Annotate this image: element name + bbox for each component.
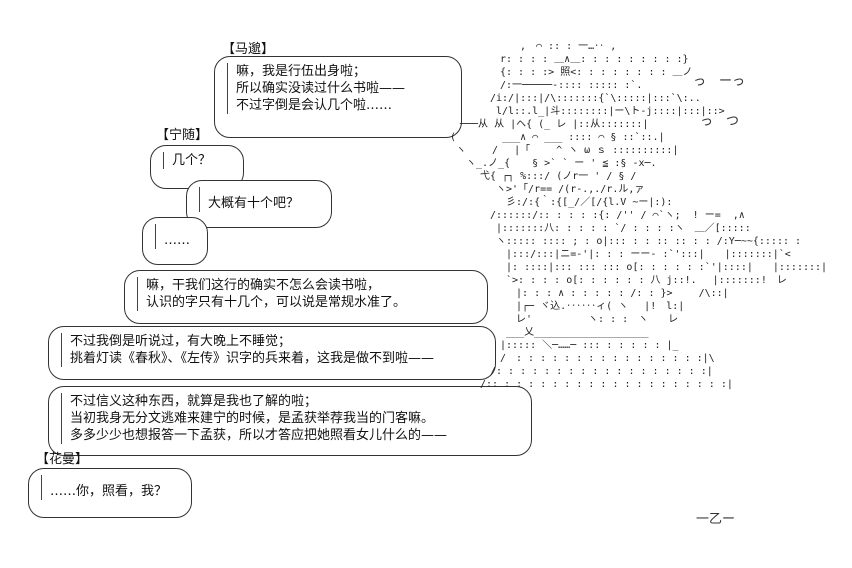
dialogue-line: ……你，照看，我？: [41, 475, 179, 500]
speaker-label-ma: 【马邈】: [222, 42, 275, 57]
ascii-art-line: `>: : : : o[: : : : : : 八 j::!. |:::::::…: [440, 275, 787, 286]
speech-bubble-hua: ……你，照看，我？: [28, 468, 192, 518]
speech-bubble-ning-2: ……: [142, 217, 208, 265]
ascii-art-line: ヽ / |「 ^ ヽ ω ｓ ::::::::::|: [440, 145, 679, 156]
speaker-label-ning: 【宁随】: [156, 128, 209, 143]
speech-bubble-ning-4: 不过我倒是听说过，有大晚上不睡觉； 挑着灯读《春秋》、《左传》识字的兵来着，这我…: [48, 326, 496, 380]
dialogue-line: 不过信义这种东西，就算是我也了解的啦；: [61, 393, 519, 410]
ascii-art-line: /::::::/:: : : : :{: /'' / ⌒`ヽ; ! ー= ,∧: [440, 210, 745, 221]
ascii-art-line: /:: : : : : : : : : : : : : : : : : : : …: [440, 379, 733, 390]
ascii-art-line: / : : : : : : : : : : : : : : : :|\: [440, 353, 715, 364]
dialogue-line: 当初我身无分文逃难来建宁的时候，是孟获举荐我当的门客嘛。: [61, 410, 519, 427]
ascii-art-line: l/l::.l_|斗::::::::|ー\ト-j::::|:::|::>: [440, 106, 725, 117]
ascii-art-line: ヽ_.ノ_{ § >` ` ー ' ≦ :§ -x─.: [440, 158, 657, 169]
speech-bubble-ma-2: 大概有十个吧？: [186, 180, 332, 228]
ascii-art-line: /:一─────‐:::: ::::: :`.: [440, 80, 643, 91]
dialogue-line: 嘛，我是行伍出身啦；: [227, 63, 449, 80]
speech-bubble-ning-5: 不过信义这种东西，就算是我也了解的啦； 当初我身无分文逃难来建宁的时候，是孟获举…: [48, 386, 532, 456]
dialogue-line: 大概有十个吧？: [199, 187, 319, 212]
ascii-art-line: 彡:/:{｀:{[_/／[/{l.V ~ー|:):: [440, 197, 673, 208]
ascii-art-line: , ⌒ :: : 一…‥ ,: [440, 41, 617, 52]
ascii-art-line: ───从 从 |ヘ{ (_ レ |::从:::::::|: [440, 119, 649, 130]
ascii-art-line: |: ::::|::: ::: ::: o[: : : : : :`'|::::…: [440, 262, 828, 273]
dialogue-line: 多多少少也想报答一下孟获，所以才答应把她照看女儿什么的——: [61, 427, 519, 444]
ascii-art-line: レ' ヽ: : : ヽ レ: [440, 314, 679, 325]
dialogue-line: 几个？: [163, 152, 231, 169]
ascii-art-line: /: : : : : : : : : : : : : : : : : :|: [440, 366, 713, 377]
ascii-art-line: ( ___∧ ⌒ ___ :::: ⌒ § ::`::.|: [440, 132, 665, 143]
dialogue-line: 挑着灯读《春秋》、《左传》识字的兵来着，这我是做不到啦——: [61, 350, 483, 367]
speech-bubble-ma-1: 嘛，我是行伍出身啦； 所以确实没读过什么书啦—— 不过字倒是会认几个啦……: [214, 56, 462, 138]
ascii-art-line: /i:/|:::|/\:::::::{`\:::::|:::`\:..: [440, 93, 701, 104]
speech-bubble-ning-3: 嘛，干我们这行的确实不怎么会读书啦， 认识的字只有十几个，可以说是常规水准了。: [124, 270, 488, 324]
ascii-art-line: |:::/:::|ニ=-'|: : : ーー- :`':::| |:::::::…: [440, 249, 791, 260]
ascii-art-line: {: : : :> 照<: : : : : : : : ＿ノ: [440, 67, 693, 78]
ascii-art-line: |::::: ＼─……─ ::: : : : : : |_: [440, 340, 679, 351]
dialogue-line: 所以确实没读过什么书啦——: [227, 80, 449, 97]
sfx-text-2: っ つ: [700, 114, 740, 129]
dialogue-line: ……: [155, 224, 195, 249]
dialogue-line: 嘛，干我们这行的确实不怎么会读书啦，: [137, 277, 475, 294]
ascii-art-line: ___乂___________________: [440, 327, 649, 338]
dialogue-line: 不过字倒是会认几个啦……: [227, 97, 449, 114]
ascii-art-line: |: : : ∧ : : : : : /: : }> /\::|: [440, 288, 729, 299]
ascii-art-line: |:::::::八: : : : : `/ : : : :ヽ ＿／[:::::: [440, 223, 751, 234]
ascii-art-character: , ⌒ :: : 一…‥ , r: : : : ＿∧＿: : : : : : :…: [440, 40, 850, 568]
ascii-art-line: ヽ>'「/r== /(r-.,./r.ル,ァ: [440, 184, 645, 195]
sfx-text-3: 一乙ー: [696, 512, 736, 527]
sfx-text-1: っ ーっ: [693, 74, 746, 89]
speaker-label-hua: 【花曼】: [36, 452, 89, 467]
ascii-art-line: |┌─ ヾ込.‥‥‥ィ( ヽ |! l:|: [440, 301, 685, 312]
ascii-art-line: ヽ::::: :::: ; : o|::: : : :: :: : : /:Y─…: [440, 236, 802, 247]
dialogue-line: 不过我倒是听说过，有大晚上不睡觉；: [61, 333, 483, 350]
ascii-art-line: r: : : : ＿∧＿: : : : : : : : :}: [440, 54, 689, 65]
dialogue-line: 认识的字只有十几个，可以说是常规水准了。: [137, 294, 475, 311]
ascii-art-line: 弋{ ┌┐ %:::/ (ノr一 ' / § /: [440, 171, 637, 182]
